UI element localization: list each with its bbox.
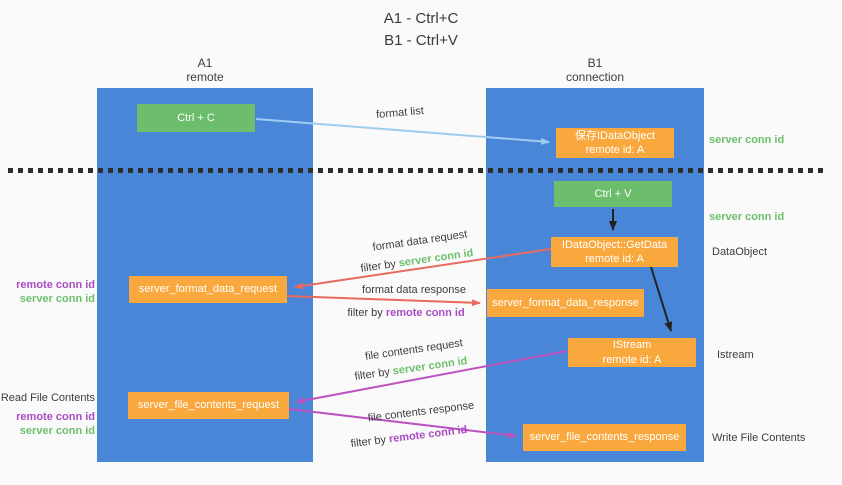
save-idataobject-box: 保存IDataObject remote id: A: [556, 128, 674, 158]
left-column-role: remote: [186, 70, 224, 85]
server-file-contents-response-label: server_file_contents_response: [529, 431, 680, 444]
title-line-2: B1 - Ctrl+V: [384, 31, 458, 49]
left-column-header: A1 remote: [97, 56, 313, 85]
right-server-conn-id-label-2: server conn id: [709, 211, 785, 223]
file-contents-request-arrow: [295, 350, 568, 404]
right-server-conn-id-label-1: server conn id: [709, 134, 785, 146]
getdata-line2: remote id: A: [585, 253, 644, 265]
server-format-data-request-box: server_format_data_request: [129, 276, 287, 303]
format-data-request-arrow: [294, 248, 552, 290]
file-contents-response-arrow: [288, 408, 517, 439]
left-remote-conn-id-label-1: remote conn id: [16, 279, 95, 291]
remote-conn-id-text: remote conn id: [385, 307, 465, 319]
format-list-arrow: [255, 118, 550, 145]
server-file-contents-response-box: server_file_contents_response: [523, 424, 686, 451]
left-column-name: A1: [197, 56, 213, 70]
filter-by-text: filter by: [347, 307, 386, 319]
format-data-response-label: format data response: [362, 284, 466, 296]
server-file-contents-request-box: server_file_contents_request: [128, 392, 289, 419]
read-file-contents-label: Read File Contents: [0, 392, 95, 404]
istream-box: IStream remote id: A: [568, 338, 696, 367]
dataobject-label: DataObject: [712, 246, 768, 258]
server-format-data-response-label: server_format_data_response: [492, 296, 639, 309]
save-idataobject-line1: 保存IDataObject: [574, 129, 656, 142]
format-data-response-filter-label: filter by remote conn id: [347, 307, 464, 319]
idataobject-getdata-box: IDataObject::GetData remote id: A: [551, 237, 678, 267]
left-remote-conn-id-label-2: remote conn id: [16, 411, 95, 423]
server-file-contents-request-label: server_file_contents_request: [137, 399, 280, 412]
write-file-contents-label: Write File Contents: [712, 432, 806, 444]
title-line-1: A1 - Ctrl+C: [383, 10, 459, 27]
save-idataobject-line2: remote id: A: [585, 144, 645, 156]
getdata-line1: IDataObject::GetData: [561, 238, 668, 251]
ctrl-v-label: Ctrl + V: [594, 187, 632, 200]
server-format-data-request-label: server_format_data_request: [138, 283, 278, 296]
page-title: A1 - Ctrl+C B1 - Ctrl+V: [0, 8, 842, 52]
istream-side-label: Istream: [717, 349, 754, 361]
ctrl-v-box: Ctrl + V: [554, 181, 672, 207]
istream-line1: IStream: [612, 339, 652, 352]
istream-line2: remote id: A: [602, 353, 662, 366]
server-format-data-response-box: server_format_data_response: [487, 289, 644, 317]
right-column-name: B1: [587, 56, 603, 70]
right-column-header: B1 connection: [486, 56, 704, 85]
left-server-conn-id-label-1: server conn id: [19, 293, 95, 305]
ctrl-c-box: Ctrl + C: [137, 104, 255, 132]
getdata-to-istream-arrow: [650, 266, 673, 332]
dotted-separator-line: [8, 168, 828, 173]
ctrl-c-label: Ctrl + C: [177, 111, 215, 124]
format-data-response-arrow: [286, 295, 481, 307]
left-server-conn-id-label-2: server conn id: [19, 425, 95, 437]
right-column-role: connection: [565, 70, 625, 85]
